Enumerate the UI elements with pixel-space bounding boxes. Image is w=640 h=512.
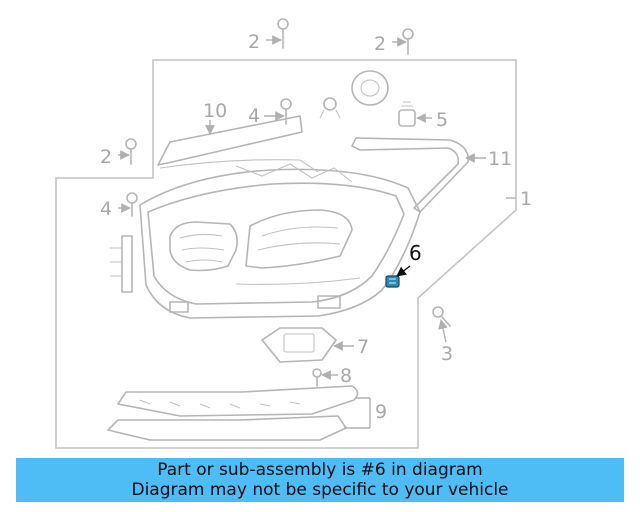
callout-2-a: 2 — [248, 31, 260, 53]
callout-1: 1 — [520, 188, 532, 210]
callout-2-c: 2 — [100, 146, 112, 168]
assembly-frame — [55, 59, 517, 449]
banner-line-disclaimer: Diagram may not be specific to your vehi… — [131, 480, 509, 500]
screw-part-4-b — [126, 192, 138, 217]
screw-part-2-c — [125, 138, 137, 165]
trim-strip-part-10 — [157, 115, 303, 166]
screw-part-8 — [312, 368, 322, 387]
callout-2-b: 2 — [374, 33, 386, 55]
clip-part-6-highlighted — [385, 275, 400, 288]
callout-7: 7 — [357, 336, 369, 358]
dust-cap — [351, 70, 389, 106]
bulb — [319, 97, 341, 119]
headlamp-housing — [110, 159, 421, 319]
callout-6: 6 — [409, 241, 422, 265]
gasket-part-11 — [351, 137, 469, 213]
callout-5: 5 — [436, 109, 448, 131]
callout-11: 11 — [488, 148, 512, 170]
lower-trim-part-9 — [107, 385, 359, 441]
screw-part-4-a — [280, 98, 292, 125]
callout-3: 3 — [441, 343, 453, 365]
callout-4-b: 4 — [100, 198, 112, 220]
parts-diagram: 2 2 2 4 4 10 5 11 1 6 3 7 8 9 — [55, 18, 532, 449]
callout-9: 9 — [375, 401, 387, 423]
callout-4-a: 4 — [248, 105, 260, 127]
info-banner: Part or sub-assembly is #6 in diagram Di… — [16, 458, 624, 502]
callout-8: 8 — [340, 365, 352, 387]
banner-line-part-number: Part or sub-assembly is #6 in diagram — [157, 460, 483, 480]
screw-part-2-a — [277, 18, 289, 49]
screw-part-2-b — [402, 28, 414, 55]
callout-10: 10 — [203, 100, 227, 122]
control-module-part-7 — [261, 327, 337, 363]
socket-part-5 — [398, 101, 416, 127]
